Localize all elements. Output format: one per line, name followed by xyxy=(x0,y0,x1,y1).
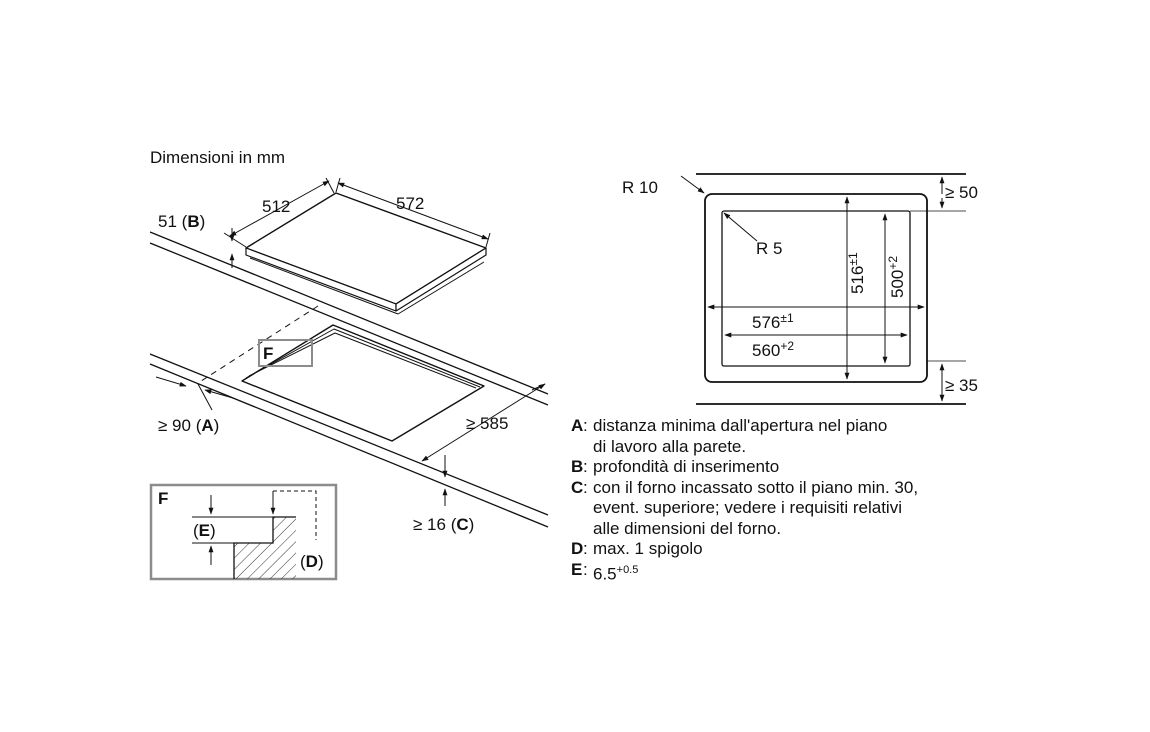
legend-text-cont: alle dimensioni del forno. xyxy=(593,518,782,538)
legend-key: D xyxy=(571,539,584,558)
cutout-plan-view xyxy=(696,173,966,405)
legend-key: E xyxy=(571,559,583,579)
lower-worktop xyxy=(149,353,549,528)
detail-marker-label: F xyxy=(263,344,273,363)
detail-marker-box xyxy=(258,339,313,367)
upper-worktop xyxy=(149,231,549,406)
worktop-cutout xyxy=(241,324,485,442)
legend-item-b: B: profondità di inserimento xyxy=(571,457,1031,478)
legend-text: con il forno incassato sotto il piano mi… xyxy=(593,477,919,497)
hob-depth-label: 512 xyxy=(262,197,290,216)
bottom-clearance-label: ≥ 35 xyxy=(945,376,978,395)
legend-text-cont: di lavoro alla parete. xyxy=(593,436,747,456)
legend-item-d: D: max. 1 spigolo xyxy=(571,539,1031,560)
legend-text: profondità di inserimento xyxy=(593,457,780,476)
hob-width-label: 572 xyxy=(396,194,424,213)
legend: A: distanza minima dall'apertura nel pia… xyxy=(571,416,1031,585)
worktop-depth-dimension xyxy=(421,383,546,462)
inner-height-label: 500+2 xyxy=(886,256,907,298)
outer-width-label: 576±1 xyxy=(752,311,794,332)
legend-text-cont: event. superiore; vedere i requisiti rel… xyxy=(593,498,902,517)
detail-title: F xyxy=(158,489,168,508)
legend-key: C xyxy=(571,477,584,497)
inner-width-label: 560+2 xyxy=(752,339,794,360)
wall-distance-dimension xyxy=(155,376,234,411)
hob-width-dimension xyxy=(335,177,491,248)
inner-radius-label: R 5 xyxy=(756,239,782,258)
wall-distance-label: ≥ 90 (A) xyxy=(158,416,219,435)
legend-item-c: C: con il forno incassato sotto il piano… xyxy=(571,478,1031,499)
worktop-depth-label: ≥ 585 xyxy=(466,414,508,433)
insertion-depth-label: 51 (B) xyxy=(158,212,205,231)
outer-height-label: 516±1 xyxy=(846,252,867,294)
legend-text: 6.5+0.5 xyxy=(593,563,639,584)
corner-label: (D) xyxy=(300,552,324,571)
detail-view xyxy=(149,483,338,581)
legend-text: distanza minima dall'apertura nel piano xyxy=(593,416,888,435)
legend-item-a: A: distanza minima dall'apertura nel pia… xyxy=(571,416,1031,437)
edge-height-label: (E) xyxy=(193,521,216,540)
hob-depth-dimension xyxy=(223,177,335,248)
legend-item-e: E: 6.5+0.5 xyxy=(571,560,1031,585)
front-distance-label: ≥ 16 (C) xyxy=(413,515,474,534)
legend-text: max. 1 spigolo xyxy=(593,539,703,558)
legend-key: A xyxy=(571,416,584,435)
page-title: Dimensioni in mm xyxy=(150,148,285,167)
outer-radius-label: R 10 xyxy=(622,178,658,197)
outer-radius-leader xyxy=(680,175,705,194)
legend-key: B xyxy=(571,457,584,476)
top-clearance-label: ≥ 50 xyxy=(945,183,978,202)
inner-radius-leader xyxy=(723,212,758,242)
